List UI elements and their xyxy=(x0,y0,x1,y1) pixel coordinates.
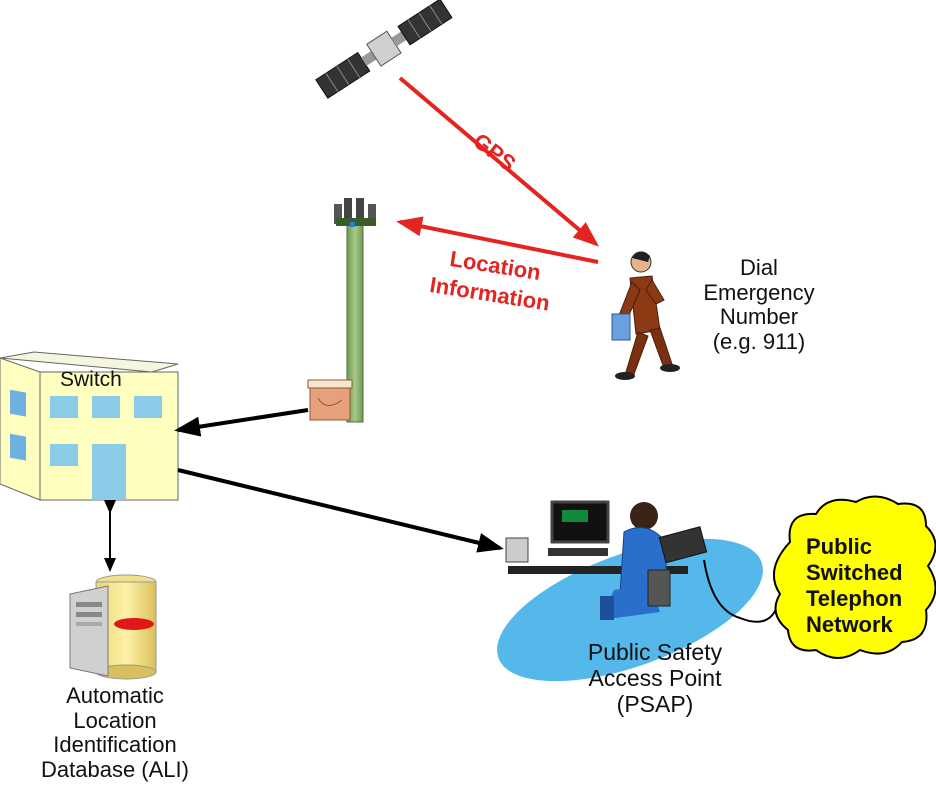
gps-arrow xyxy=(398,76,600,247)
satellite-icon xyxy=(315,0,453,99)
switch-label: Switch xyxy=(60,368,122,391)
pstn-label: Public Switched Telephon Network xyxy=(806,534,903,637)
cell-tower-icon xyxy=(307,198,376,423)
building-icon xyxy=(0,351,179,501)
person-icon xyxy=(611,251,680,380)
switch-to-psap-arrow xyxy=(177,468,504,553)
dispatcher-icon xyxy=(505,500,779,623)
psap-label: Public Safety Access Point (PSAP) xyxy=(587,639,723,717)
location-arrow xyxy=(396,216,599,264)
tower-to-switch-arrow xyxy=(174,408,309,437)
dial-emergency-label: Dial Emergency Number (e.g. 911) xyxy=(703,255,815,354)
server-icon xyxy=(69,574,157,680)
ali-label: Automatic Location Identification Databa… xyxy=(41,683,189,782)
cloud-icon xyxy=(772,495,936,659)
